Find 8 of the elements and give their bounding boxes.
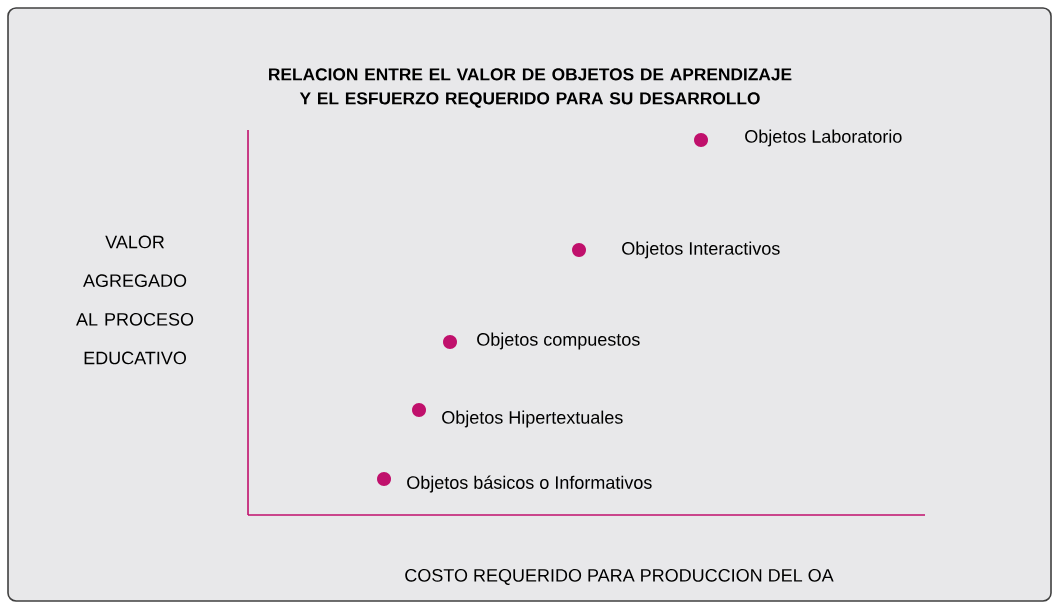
point-label: Objetos compuestos xyxy=(477,332,640,350)
point-label: Objetos Interactivos xyxy=(622,241,780,259)
point-label: Objetos Laboratorio xyxy=(745,129,902,147)
title: RELACION ENTRE EL VALOR DE OBJETOS DE APRENDIZAJE Y EL ESFUERZO REQUERIDO PARA SU DESARROLLO xyxy=(269,68,792,108)
axis-label: VALOR AGREGADO AL PROCESO EDUCATIVO xyxy=(76,235,194,365)
axis-label: COSTO REQUERIDO PARA PRODUCCION DEL OA xyxy=(405,569,834,585)
point-label: Objetos básicos o Informativos xyxy=(407,475,652,493)
point-label: Objetos Hipertextuales xyxy=(442,410,623,428)
